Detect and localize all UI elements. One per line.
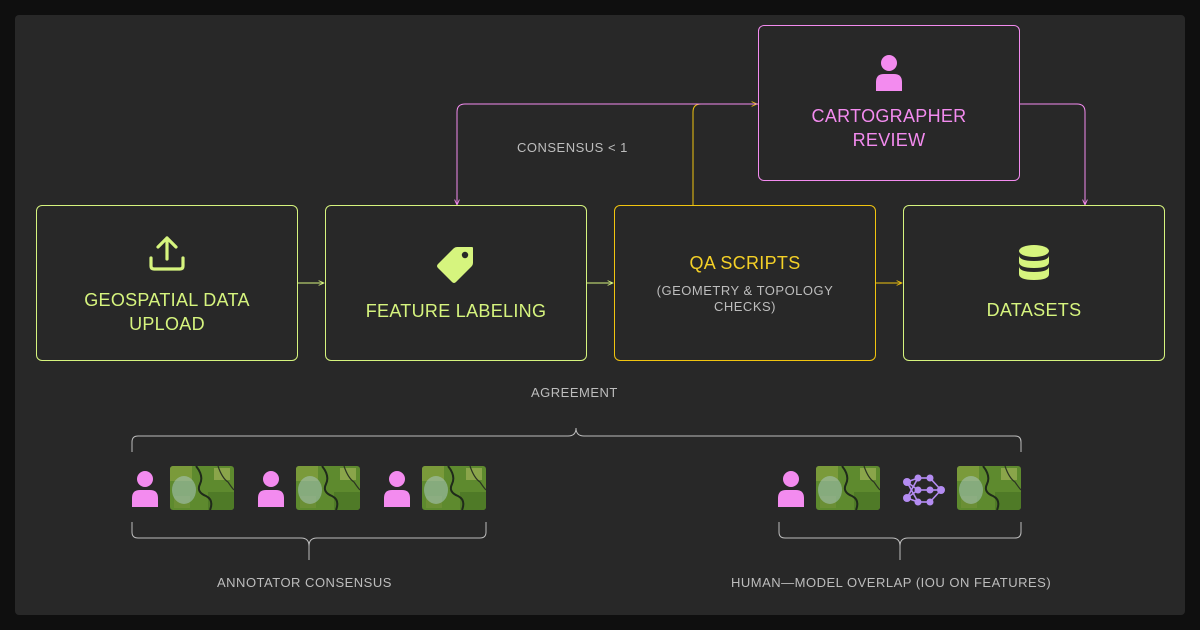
annotator-consensus-brace — [131, 522, 487, 560]
agreement-label: AGREEMENT — [531, 385, 618, 400]
agreement-brace — [131, 427, 1022, 452]
node-qa-scripts[interactable]: QA SCRIPTS (GEOMETRY & TOPOLOGY CHECKS) — [614, 205, 876, 361]
node-title-line-2: UPLOAD — [129, 314, 205, 334]
node-title-line-1: CARTOGRAPHER — [811, 106, 967, 126]
upload-icon — [149, 236, 185, 271]
consensus-loop-label: CONSENSUS < 1 — [517, 140, 628, 155]
human-model-overlap-brace — [778, 522, 1022, 560]
tag-icon — [437, 247, 473, 283]
annotator-person-icon — [384, 471, 410, 507]
diagram-panel — [15, 15, 1185, 615]
satellite-image — [170, 466, 234, 510]
node-subtitle-line-2: CHECKS) — [713, 299, 776, 314]
database-icon — [1019, 245, 1049, 280]
annotator-person-icon — [258, 471, 284, 507]
human-person-icon — [778, 471, 804, 507]
node-title: FEATURE LABELING — [365, 301, 547, 321]
arrow-review-to-labeling — [457, 103, 758, 205]
node-datasets[interactable]: DATASETS — [903, 205, 1165, 361]
arrow-review-to-datasets — [1019, 103, 1085, 205]
neural-network-icon — [903, 474, 945, 506]
human-model-overlap-label: HUMAN—MODEL OVERLAP (IOU ON FEATURES) — [731, 575, 1052, 590]
satellite-image — [957, 466, 1021, 510]
arrow-qa-to-review — [692, 104, 757, 206]
node-cartographer-review[interactable]: CARTOGRAPHER REVIEW — [758, 25, 1020, 181]
satellite-image — [422, 466, 486, 510]
node-feature-labeling[interactable]: FEATURE LABELING — [325, 205, 587, 361]
person-icon — [876, 55, 902, 91]
node-title: QA SCRIPTS — [689, 253, 801, 273]
node-geospatial-data-upload[interactable]: GEOSPATIAL DATA UPLOAD — [36, 205, 298, 361]
node-title-line-1: GEOSPATIAL DATA — [84, 290, 250, 310]
annotator-consensus-label: ANNOTATOR CONSENSUS — [217, 575, 392, 590]
annotator-person-icon — [132, 471, 158, 507]
node-title-line-2: REVIEW — [852, 130, 926, 150]
satellite-image — [296, 466, 360, 510]
node-title: DATASETS — [986, 300, 1082, 320]
satellite-image — [816, 466, 880, 510]
node-subtitle-line-1: (GEOMETRY & TOPOLOGY — [656, 283, 834, 298]
